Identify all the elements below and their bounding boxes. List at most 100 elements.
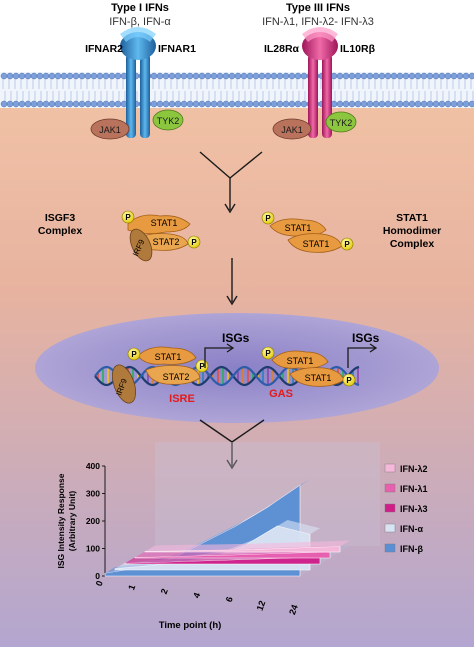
legend-label: IFN-α	[400, 524, 423, 534]
lipid-head	[174, 72, 182, 80]
legend-swatch	[384, 503, 396, 513]
isgs-label-isre: ISGs	[222, 331, 250, 345]
lipid-head	[234, 72, 242, 80]
lipid-head	[42, 100, 50, 108]
lipid-head	[102, 72, 110, 80]
lipid-head	[36, 100, 44, 108]
type1-title: Type I IFNs	[111, 2, 169, 14]
lipid-head	[372, 72, 380, 80]
lipid-head	[450, 72, 458, 80]
phospho-icon	[340, 237, 354, 251]
lipid-head	[246, 72, 254, 80]
y-axis-label: ISG Intensity Response	[56, 473, 66, 568]
lipid-head	[276, 72, 284, 80]
lipid-head	[6, 72, 14, 80]
ifnar2-label: IFNAR2	[85, 43, 123, 55]
lipid-head	[192, 100, 200, 108]
legend-swatch	[384, 463, 396, 473]
phospho-label: P	[344, 240, 350, 249]
tyk2-label: TYK2	[330, 118, 353, 128]
phospho-label: P	[125, 213, 131, 222]
isgf3-label-line2: Complex	[38, 225, 83, 237]
lipid-head	[54, 72, 62, 80]
lipid-head	[24, 72, 32, 80]
legend-label: IFN-β	[400, 544, 423, 554]
lipid-head	[240, 72, 248, 80]
lipid-head	[378, 72, 386, 80]
y-tick-label: 400	[86, 461, 100, 471]
lipid-head	[348, 100, 356, 108]
lipid-head	[432, 72, 440, 80]
lipid-head	[240, 100, 248, 108]
lipid-head	[210, 100, 218, 108]
lipid-head	[48, 72, 56, 80]
stat2-label: STAT2	[153, 237, 180, 247]
extracellular-background	[0, 0, 474, 72]
lipid-head	[432, 100, 440, 108]
lipid-head	[198, 72, 206, 80]
phospho-label: P	[131, 350, 137, 359]
lipid-head	[402, 72, 410, 80]
phospho-icon	[342, 373, 356, 387]
phospho-icon	[127, 347, 141, 361]
lipid-head	[210, 72, 218, 80]
lipid-head	[354, 72, 362, 80]
y-tick-label: 200	[86, 516, 100, 526]
lipid-head	[342, 100, 350, 108]
lipid-head	[78, 100, 86, 108]
stat1-dimer-on-gas: STAT1 STAT1 P P	[261, 346, 356, 387]
lipid-head	[30, 100, 38, 108]
irf9-shape	[111, 364, 137, 404]
lipid-head	[402, 100, 410, 108]
lipid-head	[270, 72, 278, 80]
lipid-head	[222, 100, 230, 108]
stat1-label: STAT1	[305, 373, 332, 383]
il28ra-chain	[308, 54, 318, 138]
il28ra-label: IL28Rα	[264, 43, 300, 55]
lipid-head	[456, 72, 464, 80]
ifnar1-chain	[140, 54, 150, 138]
lipid-head	[36, 72, 44, 80]
lipid-head	[156, 72, 164, 80]
lipid-head	[102, 100, 110, 108]
isgs-label-gas: ISGs	[352, 331, 380, 345]
lipid-head	[288, 100, 296, 108]
nucleus	[35, 313, 439, 423]
phospho-icon	[261, 346, 275, 360]
transcription-arrow-gas	[347, 343, 378, 368]
gas-label: GAS	[269, 388, 293, 400]
lipid-head	[354, 100, 362, 108]
tyk2-label: TYK2	[157, 116, 180, 126]
nuclear-translocation-arrow	[226, 258, 238, 306]
lipid-head	[216, 72, 224, 80]
x-axis-label: Time point (h)	[159, 620, 222, 631]
y-tick-label: 0	[95, 571, 100, 581]
tyk2-right: TYK2	[325, 111, 357, 133]
lipid-head	[54, 100, 62, 108]
type1-receptor	[120, 27, 156, 138]
lipid-head	[66, 100, 74, 108]
lipid-head	[174, 100, 182, 108]
phospho-label: P	[265, 349, 271, 358]
legend-label: IFN-λ3	[400, 504, 428, 514]
stat1-label: STAT1	[155, 352, 182, 362]
legend-swatch	[384, 523, 396, 533]
isre-label: ISRE	[169, 393, 195, 405]
lipid-head	[462, 72, 470, 80]
stat1-homodimer-label-line3: Complex	[390, 238, 435, 250]
lipid-head	[18, 100, 26, 108]
lipid-head	[438, 100, 446, 108]
lipid-head	[108, 72, 116, 80]
lipid-head	[300, 72, 308, 80]
lipid-head	[252, 100, 260, 108]
stat2-shape	[145, 365, 201, 385]
type3-subtitle: IFN-λ1, IFN-λ2- IFN-λ3	[262, 16, 374, 28]
lipid-head	[282, 100, 290, 108]
lipid-head	[294, 72, 302, 80]
lipid-head	[42, 72, 50, 80]
lipid-head	[336, 72, 344, 80]
phospho-label: P	[265, 214, 271, 223]
lipid-head	[420, 100, 428, 108]
